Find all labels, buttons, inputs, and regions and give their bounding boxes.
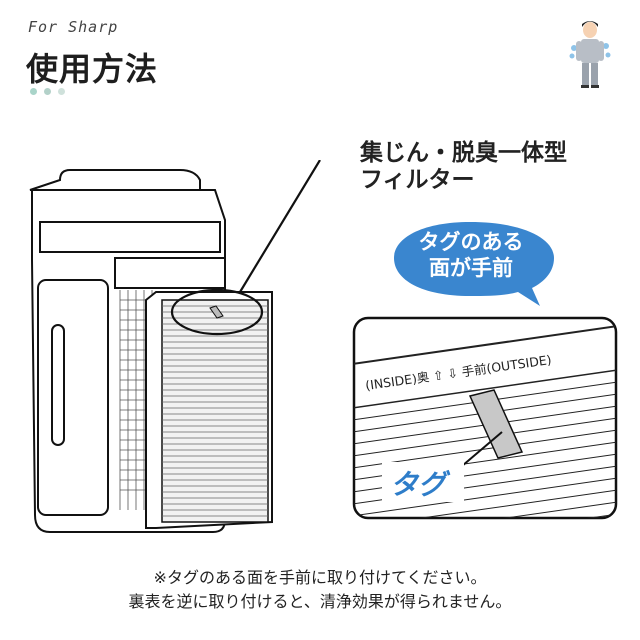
filter-label-line1: 集じん・脱臭一体型	[360, 140, 567, 166]
bubble-line2: 面が手前	[429, 256, 513, 280]
note-line1: ※タグのある面を手前に取り付けてください。	[153, 568, 487, 587]
dot-3	[58, 88, 65, 95]
dot-2	[44, 88, 51, 95]
tag-label: タグ	[390, 468, 451, 501]
bubble-line1: タグのある	[418, 230, 524, 254]
decorative-dots	[30, 88, 65, 95]
brand-label: For Sharp	[28, 18, 119, 36]
air-purifier-illustration	[29, 160, 321, 533]
usage-note: ※タグのある面を手前に取り付けてください。 裏表を逆に取り付けると、清浄効果が得…	[0, 566, 640, 614]
tag-detail-panel: タグ (INSIDE)奥 ⇧ ⇩ 手前(OUTSIDE)	[352, 316, 618, 520]
speech-bubble	[394, 222, 554, 306]
note-line2: 裏表を逆に取り付けると、清浄効果が得られません。	[128, 592, 512, 611]
filter-label-line2: フィルター	[360, 167, 475, 193]
dot-1	[30, 88, 37, 95]
filter-label: 集じん・脱臭一体型 フィルター	[360, 140, 567, 194]
person-cooling-icon	[569, 21, 611, 88]
page-title: 使用方法	[26, 50, 159, 88]
speech-bubble-text: タグのある 面が手前	[392, 229, 550, 281]
